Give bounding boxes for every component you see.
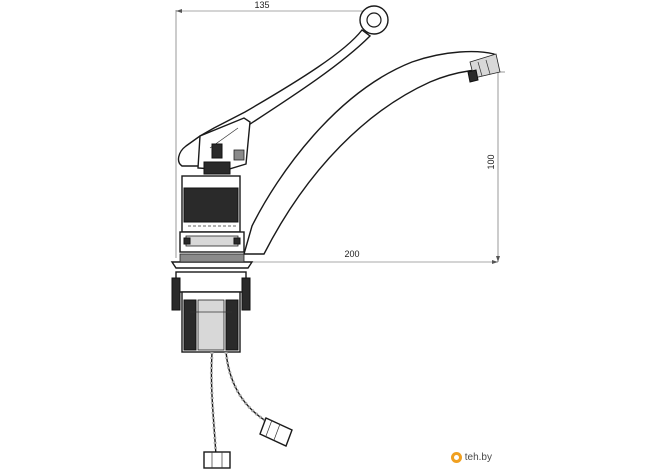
dimension-top-width: 135 [175, 0, 365, 258]
watermark: teh.by [450, 452, 492, 463]
dimension-height: 100 [486, 71, 505, 262]
mounting-shank [171, 271, 251, 353]
dimension-label-200: 200 [344, 249, 359, 259]
spout [243, 50, 501, 255]
flexible-hoses [203, 351, 293, 469]
lever-handle [177, 5, 389, 175]
dimension-label-135: 135 [254, 0, 269, 10]
brand-logo-icon [450, 452, 462, 463]
faucet-body [170, 175, 254, 269]
watermark-text: teh.by [464, 452, 492, 463]
dimension-label-100: 100 [486, 154, 496, 169]
